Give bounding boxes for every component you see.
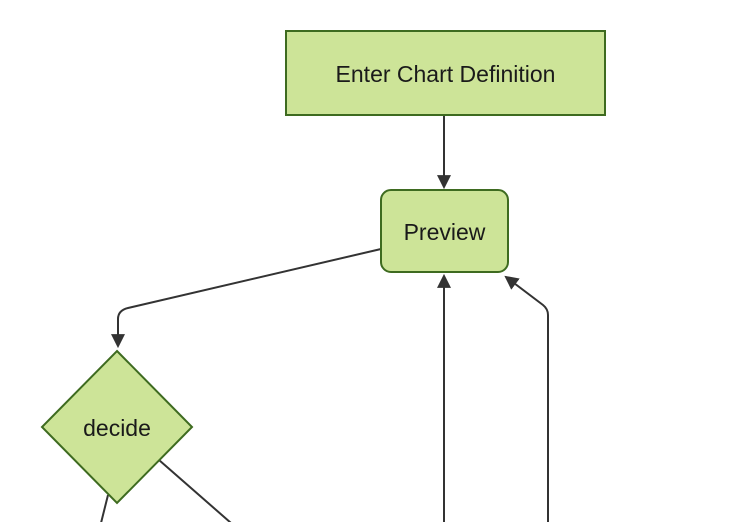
edge-decide-to-offscreen-left (100, 494, 109, 522)
enter-chart-definition-box (285, 30, 606, 116)
decide-diamond (40, 349, 194, 505)
node-layer: Enter Chart Definition Preview decide (40, 30, 606, 505)
enter-chart-definition-label: Enter Chart Definition (336, 61, 556, 87)
node-preview: Preview (380, 189, 509, 273)
preview-box (380, 189, 509, 273)
node-decide: decide (40, 349, 194, 505)
preview-label: Preview (404, 219, 486, 245)
edge-decide-to-offscreen-right (158, 459, 232, 522)
node-enter-chart-definition: Enter Chart Definition (285, 30, 606, 116)
edge-offscreen-right-to-preview (504, 275, 549, 522)
decide-label: decide (83, 415, 151, 441)
edge-layer (100, 115, 549, 522)
edge-preview-to-decide (111, 248, 382, 349)
